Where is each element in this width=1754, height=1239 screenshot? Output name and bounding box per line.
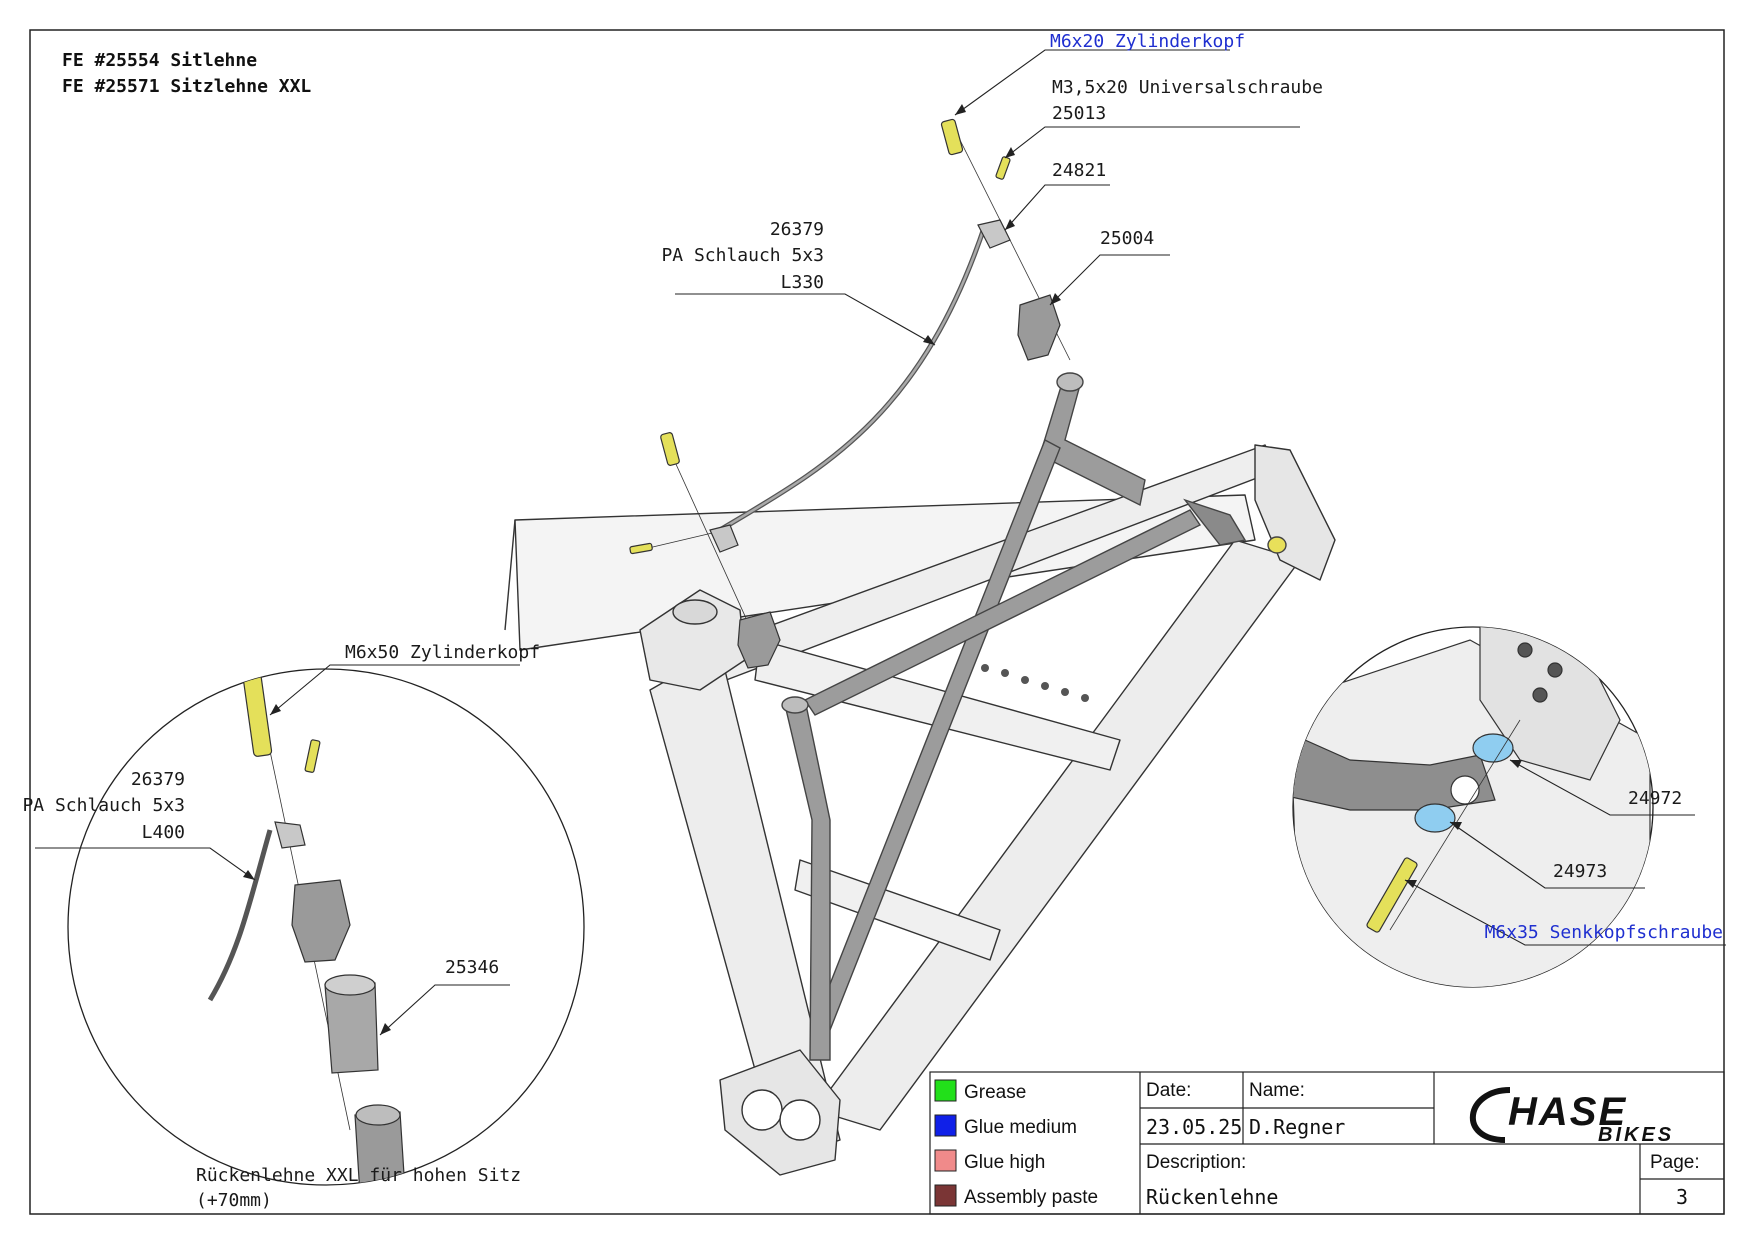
clip-left	[709, 524, 739, 553]
detail-left-hose-name: PA Schlauch 5x3	[22, 795, 185, 816]
screw-m6x20	[940, 118, 964, 156]
page-label: Page:	[1650, 1152, 1700, 1173]
detail-circle-left	[67, 668, 585, 1186]
hose-l330-highlight	[719, 224, 987, 532]
legend-label-glue-high: Glue high	[964, 1152, 1045, 1173]
detail-left-hose-len: L400	[142, 822, 185, 843]
callout-hose-num: 26379	[770, 219, 824, 240]
cap-left	[737, 611, 781, 669]
logo-swoosh	[1470, 1087, 1511, 1143]
name-label: Name:	[1249, 1080, 1305, 1101]
lug-hole-b	[1547, 662, 1563, 678]
clip-detail	[274, 821, 306, 849]
logo-word-hase: HASE	[1508, 1090, 1627, 1134]
date-value: 23.05.25	[1146, 1115, 1242, 1139]
legend-swatch-glue-medium	[934, 1114, 957, 1137]
backrest-top-cap	[1056, 372, 1084, 392]
sleeve-top	[324, 974, 376, 996]
detail-right-24973: 24973	[1553, 861, 1607, 882]
leader-lines	[35, 49, 1726, 1036]
main-frame-illustration	[504, 444, 1336, 1176]
spacer-24972	[1472, 733, 1514, 763]
legend-swatch-assembly-paste	[934, 1184, 957, 1207]
callout-m6x20: M6x20 Zylinderkopf	[1050, 31, 1245, 52]
screw-small-left	[629, 542, 653, 555]
clamp-knob	[672, 599, 718, 625]
legend: Grease Glue medium Glue high Assembly pa…	[934, 1079, 1098, 1208]
sheet-border	[29, 29, 1725, 1215]
header-line-2: FE #25571 Sitzlehne XXL	[62, 76, 311, 97]
leader-arrowheads	[243, 104, 1522, 1035]
title-block	[929, 1071, 1725, 1215]
callout-m35-num: 25013	[1052, 103, 1106, 124]
screw-m6x35	[1366, 857, 1418, 933]
legend-label-grease: Grease	[964, 1082, 1026, 1103]
assembly-axis-small	[639, 529, 726, 551]
lug-hole-c	[1532, 687, 1548, 703]
description-label: Description:	[1146, 1152, 1246, 1173]
detail-left-m6x50: M6x50 Zylinderkopf	[345, 642, 540, 663]
lug-hole-1	[741, 1089, 783, 1131]
screw-small-detail	[304, 739, 321, 773]
seat-board-edge	[504, 519, 516, 631]
bracket-spacer	[1267, 536, 1287, 554]
callout-hose-name: PA Schlauch 5x3	[661, 245, 824, 266]
screw-left	[660, 432, 680, 466]
legend-label-assembly-paste: Assembly paste	[964, 1187, 1098, 1208]
lug-hole-a	[1517, 642, 1533, 658]
screw-m35x20	[995, 156, 1011, 180]
backrest-top-bend	[1039, 379, 1146, 507]
detail-right-24972: 24972	[1628, 788, 1682, 809]
sleeve-25346	[324, 982, 379, 1074]
legend-swatch-glue-high	[934, 1149, 957, 1172]
exploded-parts-top	[629, 118, 1071, 669]
detail-circle-right	[1292, 626, 1654, 988]
date-label: Date:	[1146, 1080, 1191, 1101]
cap-25004	[1017, 294, 1061, 361]
backrest-bracket	[1183, 498, 1247, 546]
title-block-frame	[929, 1071, 1725, 1215]
callout-25004: 25004	[1100, 228, 1154, 249]
backrest-frame	[781, 372, 1287, 1061]
detail-right-m6x35: M6x35 Senkkopfschraube	[1485, 922, 1723, 943]
backrest-lower-cap	[781, 696, 809, 714]
logo-word-bikes: BIKES	[1598, 1124, 1674, 1146]
bracket-hole	[1450, 775, 1480, 805]
cross-member-2	[794, 859, 1001, 961]
backrest-crossbar	[803, 509, 1202, 716]
description-value: Rückenlehne	[1146, 1185, 1278, 1209]
cap-detail	[291, 879, 351, 963]
clip-24821	[977, 219, 1011, 249]
hose-l400	[207, 829, 273, 1002]
tube-end-cap	[355, 1104, 401, 1126]
callout-24821: 24821	[1052, 160, 1106, 181]
right-stay	[814, 539, 1301, 1131]
page-value: 3	[1676, 1185, 1688, 1209]
detail-left-caption-1: Rückenlehne XXL für hohen Sitz	[196, 1165, 521, 1186]
lug-hole-2	[779, 1099, 821, 1141]
name-value: D.Regner	[1249, 1115, 1345, 1139]
callout-m35-name: M3,5x20 Universalschraube	[1052, 77, 1323, 98]
screw-m6x50	[241, 669, 273, 757]
hase-bikes-logo: HASE BIKES	[1470, 1087, 1674, 1146]
legend-label-glue-medium: Glue medium	[964, 1117, 1077, 1138]
detail-right-bracket	[1293, 719, 1496, 811]
spacer-24973	[1414, 803, 1456, 833]
detail-left-caption-2: (+70mm)	[196, 1190, 272, 1211]
detail-left-25346: 25346	[445, 957, 499, 978]
header-line-1: FE #25554 Sitlehne	[62, 50, 257, 71]
detail-left-hose-num: 26379	[131, 769, 185, 790]
hose-l330	[718, 224, 988, 533]
legend-swatch-grease	[934, 1079, 957, 1102]
cross-member-holes	[981, 664, 1089, 702]
callout-hose-len: L330	[781, 272, 824, 293]
